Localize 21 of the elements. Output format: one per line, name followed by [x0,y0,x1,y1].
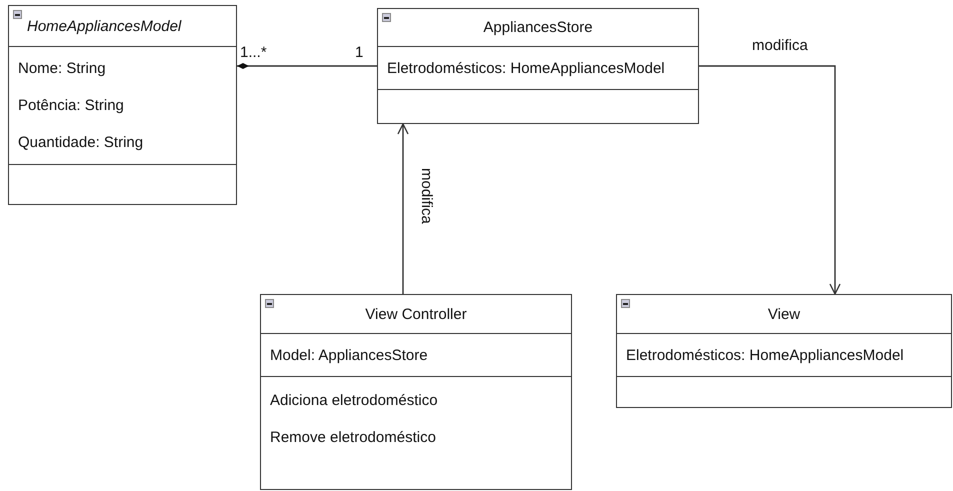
attribute-text: Eletrodomésticos: HomeAppliancesModel [386,59,666,79]
attribute-text: Quantidade: String [17,133,144,153]
class-name: View [768,306,800,322]
attribute-text: Model: AppliancesStore [269,346,429,366]
class-box [377,8,699,124]
multiplicity-label: 1 [355,44,364,61]
class-name: View Controller [365,306,467,322]
multiplicity-label: 1...* [240,44,267,61]
attribute-text: Nome: String [17,59,107,79]
attribute-text: Eletrodomésticos: HomeAppliancesModel [625,346,905,366]
class-box [616,294,952,408]
class-name: AppliancesStore [483,19,593,36]
arrow [397,123,409,294]
method-text: Adiciona eletrodoméstico [269,391,439,411]
class-box [260,294,572,490]
arrow [699,65,841,295]
method-text: Remove eletrodoméstico [269,428,437,448]
attribute-text: Potência: String [17,96,125,116]
composition-line [237,63,377,69]
class-box [8,5,237,205]
class-name: HomeAppliancesModel [27,18,182,34]
